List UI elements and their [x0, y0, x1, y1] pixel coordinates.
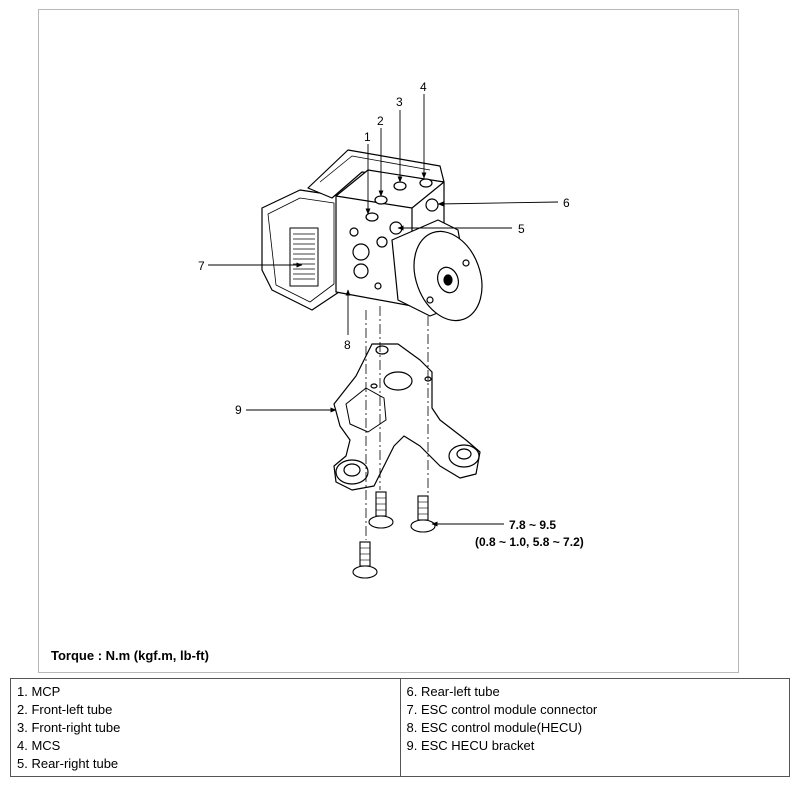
- callout-4: 4: [420, 80, 427, 94]
- torque-spec-nm: 7.8 ~ 9.5: [509, 518, 556, 532]
- legend-column-right: 6. Rear-left tube 7. ESC control module …: [399, 679, 790, 776]
- torque-spec-alt: (0.8 ~ 1.0, 5.8 ~ 7.2): [475, 535, 584, 549]
- callout-leaders: [208, 94, 559, 527]
- callout-3: 3: [396, 95, 403, 109]
- hecu-bracket: [333, 343, 481, 491]
- alignment-lines: [365, 306, 429, 540]
- legend-item: 6. Rear-left tube: [406, 684, 500, 699]
- legend-item: 2. Front-left tube: [17, 702, 113, 717]
- port-2: [374, 195, 388, 205]
- legend-column-left: 1. MCP 2. Front-left tube 3. Front-right…: [11, 679, 400, 776]
- bolt-2: [410, 495, 436, 533]
- torque-units-note: Torque : N.m (kgf.m, lb-ft): [51, 648, 209, 663]
- bolt-3: [352, 541, 378, 579]
- legend-item: 4. MCS: [17, 738, 61, 753]
- callout-1: 1: [364, 130, 371, 144]
- hecu-assembly: [261, 149, 483, 322]
- callout-9: 9: [235, 403, 242, 417]
- callout-7: 7: [198, 259, 205, 273]
- port-4: [419, 178, 433, 188]
- connector-7: [289, 227, 319, 287]
- callout-2: 2: [377, 114, 384, 128]
- legend-item: 9. ESC HECU bracket: [406, 738, 535, 753]
- callout-8: 8: [344, 338, 351, 352]
- legend-item: 5. Rear-right tube: [17, 756, 119, 771]
- port-1: [365, 212, 379, 222]
- port-3: [393, 181, 407, 191]
- legend-item: 1. MCP: [17, 684, 61, 699]
- legend-item: 3. Front-right tube: [17, 720, 121, 735]
- bolts: [352, 491, 436, 579]
- callout-6: 6: [563, 196, 570, 210]
- legend-item: 8. ESC control module(HECU): [406, 720, 583, 735]
- diagram-frame: [38, 9, 739, 673]
- legend-item: 7. ESC control module connector: [406, 702, 598, 717]
- port-6: [425, 198, 439, 212]
- callout-labels: 1 2 3 4 5 6 7 8 9: [198, 80, 570, 417]
- bolt-1: [368, 491, 394, 529]
- callout-5: 5: [518, 222, 525, 236]
- parts-legend-table: 1. MCP 2. Front-left tube 3. Front-right…: [10, 678, 790, 777]
